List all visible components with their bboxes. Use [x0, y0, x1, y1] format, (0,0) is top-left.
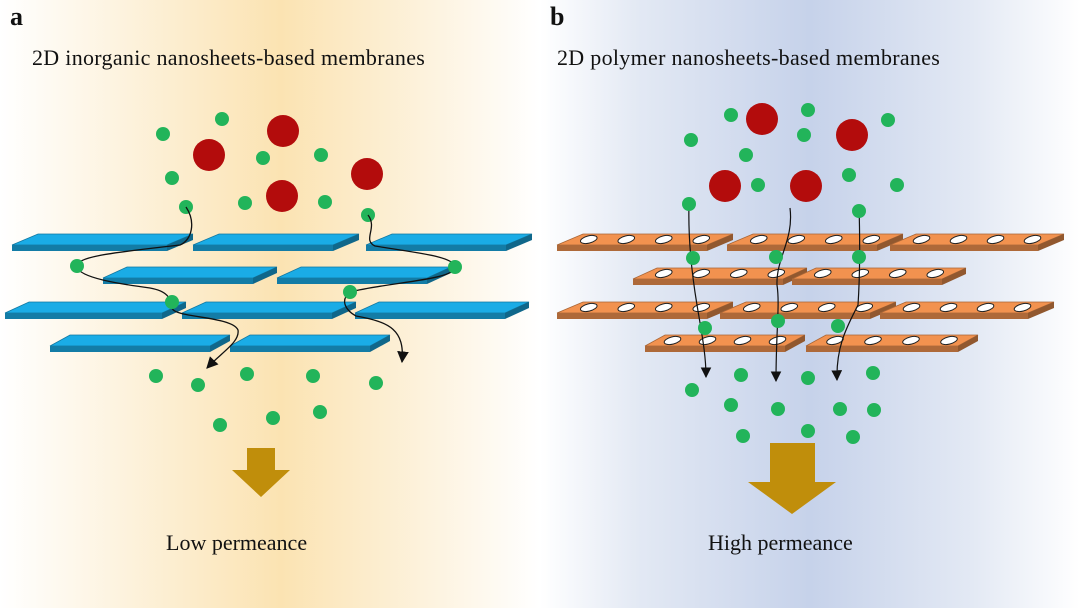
panel-a-title: 2D inorganic nanosheets-based membranes	[32, 45, 426, 70]
inorganic-nanosheet	[354, 301, 530, 319]
panel-a-tortuous-paths	[76, 206, 456, 369]
inorganic-nanosheet	[102, 266, 278, 284]
panel-b-title: 2D polymer nanosheets-based membranes	[557, 45, 941, 70]
porous-polymer-nanosheet	[889, 233, 1065, 251]
panel-b-permeate-molecules	[682, 197, 881, 444]
panel-b-caption: High permeance	[708, 530, 853, 555]
porous-polymer-nanosheet	[556, 233, 734, 251]
porous-polymer-nanosheet	[726, 233, 904, 251]
inorganic-nanosheet	[229, 334, 391, 352]
panel-b-letter: b	[550, 2, 565, 31]
porous-polymer-nanosheet	[632, 267, 808, 285]
porous-polymer-nanosheet	[791, 267, 967, 285]
panel-b-direct-paths	[688, 203, 861, 383]
porous-polymer-nanosheet	[644, 334, 806, 352]
inorganic-nanosheet	[181, 301, 357, 319]
panel-a-letter: a	[10, 2, 23, 31]
porous-polymer-nanosheet	[719, 301, 897, 319]
panel-b-feed-molecules	[684, 103, 904, 202]
panel-b-flow-arrow	[748, 443, 836, 514]
panel-a-feed-molecules	[156, 112, 383, 222]
porous-polymer-nanosheet	[805, 334, 979, 352]
inorganic-nanosheet	[11, 233, 194, 251]
inorganic-nanosheet	[4, 301, 187, 319]
inorganic-nanosheet	[276, 266, 452, 284]
inorganic-nanosheet	[192, 233, 360, 251]
panel-b-porous-nanosheet-stack	[556, 233, 1065, 352]
panel-a-nanosheet-stack	[4, 233, 533, 352]
inorganic-nanosheet	[49, 334, 231, 352]
panel-a-permeate-molecules	[70, 259, 462, 432]
porous-polymer-nanosheet	[879, 301, 1055, 319]
panel-a-flow-arrow	[232, 448, 290, 497]
porous-polymer-nanosheet	[556, 301, 734, 319]
panel-a-caption: Low permeance	[166, 530, 308, 555]
